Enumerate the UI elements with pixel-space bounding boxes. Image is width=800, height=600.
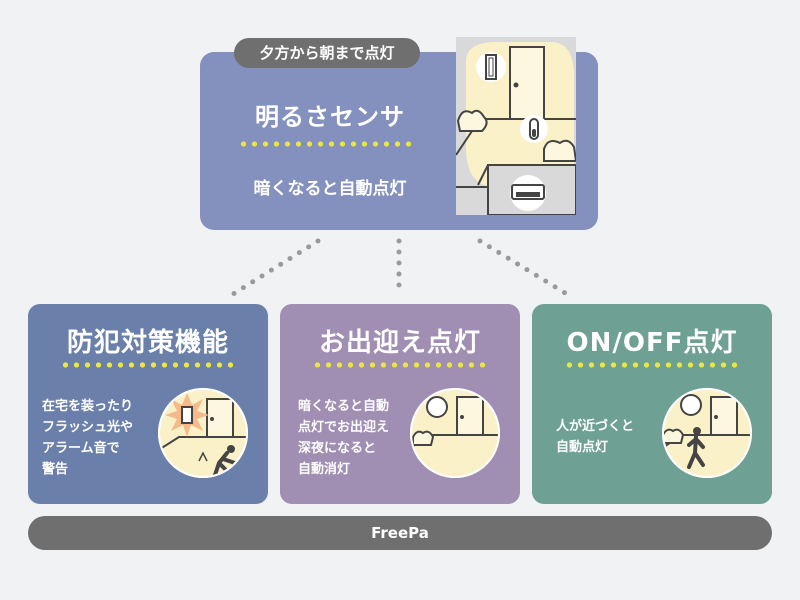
connector-right [477,238,573,299]
security-feature-description: 在宅を装ったり フラッシュ光や アラーム音で 警告 [42,399,134,477]
intruder-flash-illustration [158,388,248,478]
product-name-bar: FreePa [28,516,772,550]
lighting-period-badge: 夕方から朝まで点灯 [234,38,420,68]
onoff-lighting-description: 人が近づくと 自動点灯 [556,419,635,455]
onoff-lighting-title: ON/OFF点灯 [566,328,738,358]
entrance-illustration [456,37,576,215]
person-approaching-illustration [662,388,752,478]
entrance-welcome-illustration [410,388,500,478]
onoff-title-dot-divider [564,362,740,368]
security-feature-title: 防犯対策機能 [66,328,229,358]
welcome-lighting-description: 暗くなると自動 点灯でお出迎え 深夜になると 自動消灯 [298,399,390,477]
connector-left [227,238,321,299]
security-title-dot-divider [60,362,236,368]
brightness-sensor-description: 暗くなると自動点灯 [253,179,407,199]
brightness-sensor-title: 明るさセンサ [255,103,405,131]
welcome-lighting-title: お出迎え点灯 [318,328,481,358]
title-dot-divider [238,141,414,147]
welcome-title-dot-divider [312,362,488,368]
